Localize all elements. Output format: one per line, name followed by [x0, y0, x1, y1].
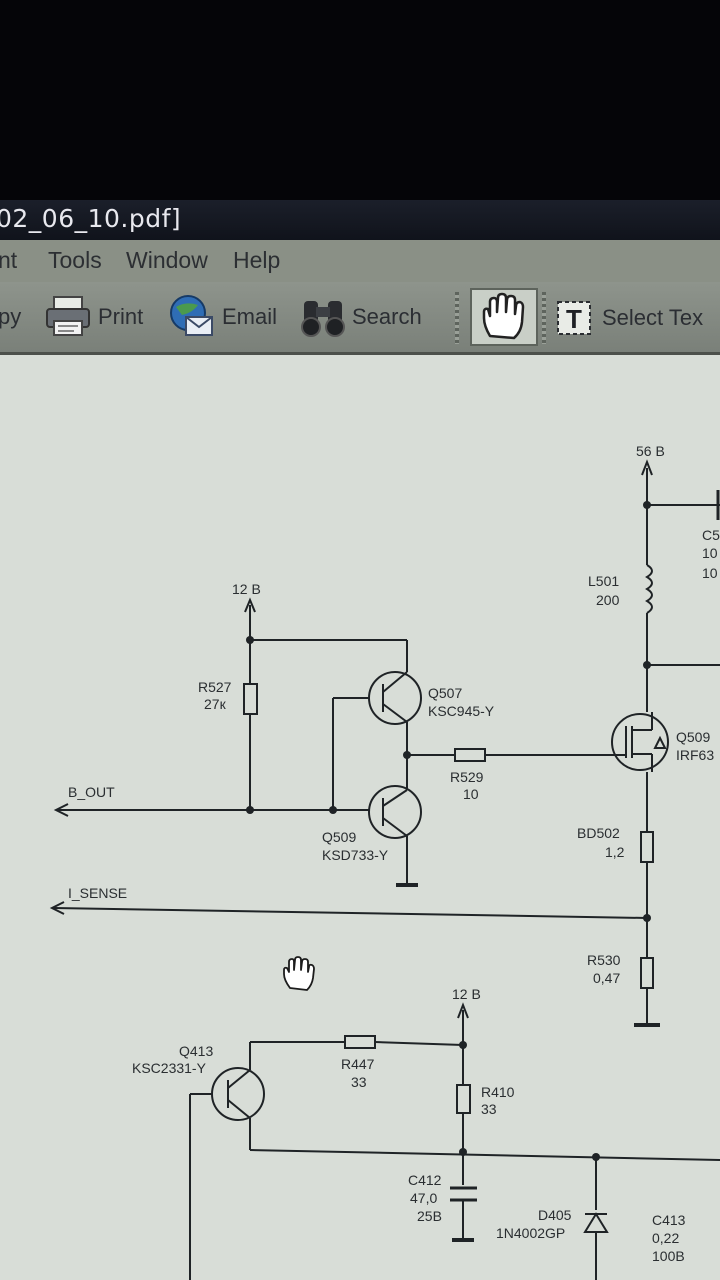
bd502-val: 1,2 [605, 844, 625, 860]
i-sense-label: I_SENSE [68, 885, 127, 901]
select-text-button[interactable]: T Select Tex [552, 292, 703, 344]
c412-ref: C412 [408, 1172, 442, 1188]
search-label: Search [352, 304, 422, 329]
q509b-ref: Q509 [676, 729, 710, 745]
l501-val: 200 [596, 592, 620, 608]
c5-ref: C5 [702, 527, 720, 543]
r410-ref: R410 [481, 1084, 515, 1100]
q507-ref: Q507 [428, 685, 462, 701]
circuit-schematic: 12 B 56 B 12 B R527 27к Q507 KSC945-Y Q5… [49, 443, 720, 1280]
menu-help[interactable]: Help [233, 247, 281, 273]
r529-val: 10 [463, 786, 479, 802]
menu-bar: nt Tools Window Help [0, 240, 720, 282]
q509-ref: Q509 [322, 829, 356, 845]
r529-ref: R529 [450, 769, 484, 785]
r447-ref: R447 [341, 1056, 375, 1072]
binoculars-icon [301, 301, 345, 337]
title-bar: 02_06_10.pdf] [0, 200, 720, 240]
c412-val: 47,0 [410, 1190, 437, 1206]
q413-part: KSC2331-Y [132, 1060, 207, 1076]
c412-volt: 25B [417, 1208, 442, 1224]
menu-tools[interactable]: Tools [48, 247, 102, 273]
c5-val2: 10 [702, 565, 718, 581]
print-button[interactable]: Print [44, 292, 143, 342]
c413-val: 0,22 [652, 1230, 679, 1246]
select-text-label: Select Tex [602, 305, 704, 330]
r530-val: 0,47 [593, 970, 620, 986]
c413-volt: 100B [652, 1248, 685, 1264]
hand-cursor-icon [283, 956, 315, 991]
email-button[interactable]: Email [168, 292, 277, 342]
q507-part: KSC945-Y [428, 703, 495, 719]
q509-part: KSD733-Y [322, 847, 389, 863]
svg-text:T: T [566, 304, 582, 334]
document-view[interactable]: 12 B 56 B 12 B R527 27к Q507 KSC945-Y Q5… [0, 355, 720, 1280]
print-label: Print [98, 304, 144, 329]
toolbar-grip [455, 292, 459, 344]
toolbar-grip-2 [542, 292, 546, 344]
b-out-label: B_OUT [68, 784, 115, 800]
supply-56b: 56 B [636, 443, 665, 459]
supply-12b-top: 12 B [232, 581, 261, 597]
supply-12b-bottom: 12 B [452, 986, 481, 1002]
email-label: Email [222, 304, 278, 329]
l501-ref: L501 [588, 573, 619, 589]
d405-ref: D405 [538, 1207, 572, 1223]
copy-button[interactable]: py [0, 292, 21, 342]
q413-ref: Q413 [179, 1043, 213, 1059]
hand-icon [482, 292, 525, 340]
r527-ref: R527 [198, 679, 232, 695]
copy-label: py [0, 304, 22, 329]
r410-val: 33 [481, 1101, 497, 1117]
c5-val1: 10 [702, 545, 718, 561]
q509b-part: IRF63 [676, 747, 714, 763]
c413-ref: C413 [652, 1212, 686, 1228]
r447-val: 33 [351, 1074, 367, 1090]
menu-window[interactable]: Window [126, 247, 208, 273]
monitor-bezel [0, 0, 720, 200]
window-title: 02_06_10.pdf] [0, 204, 182, 233]
toolbar: py Print Email Search [0, 282, 720, 355]
hand-tool-button[interactable] [470, 288, 538, 346]
bd502-ref: BD502 [577, 825, 620, 841]
d405-part: 1N4002GP [496, 1225, 565, 1241]
r527-val: 27к [204, 696, 227, 712]
printer-icon [46, 296, 90, 336]
search-button[interactable]: Search [300, 292, 422, 342]
r530-ref: R530 [587, 952, 621, 968]
menu-document[interactable]: nt [0, 247, 18, 273]
select-text-icon: T [557, 301, 591, 335]
email-globe-icon [170, 295, 213, 336]
